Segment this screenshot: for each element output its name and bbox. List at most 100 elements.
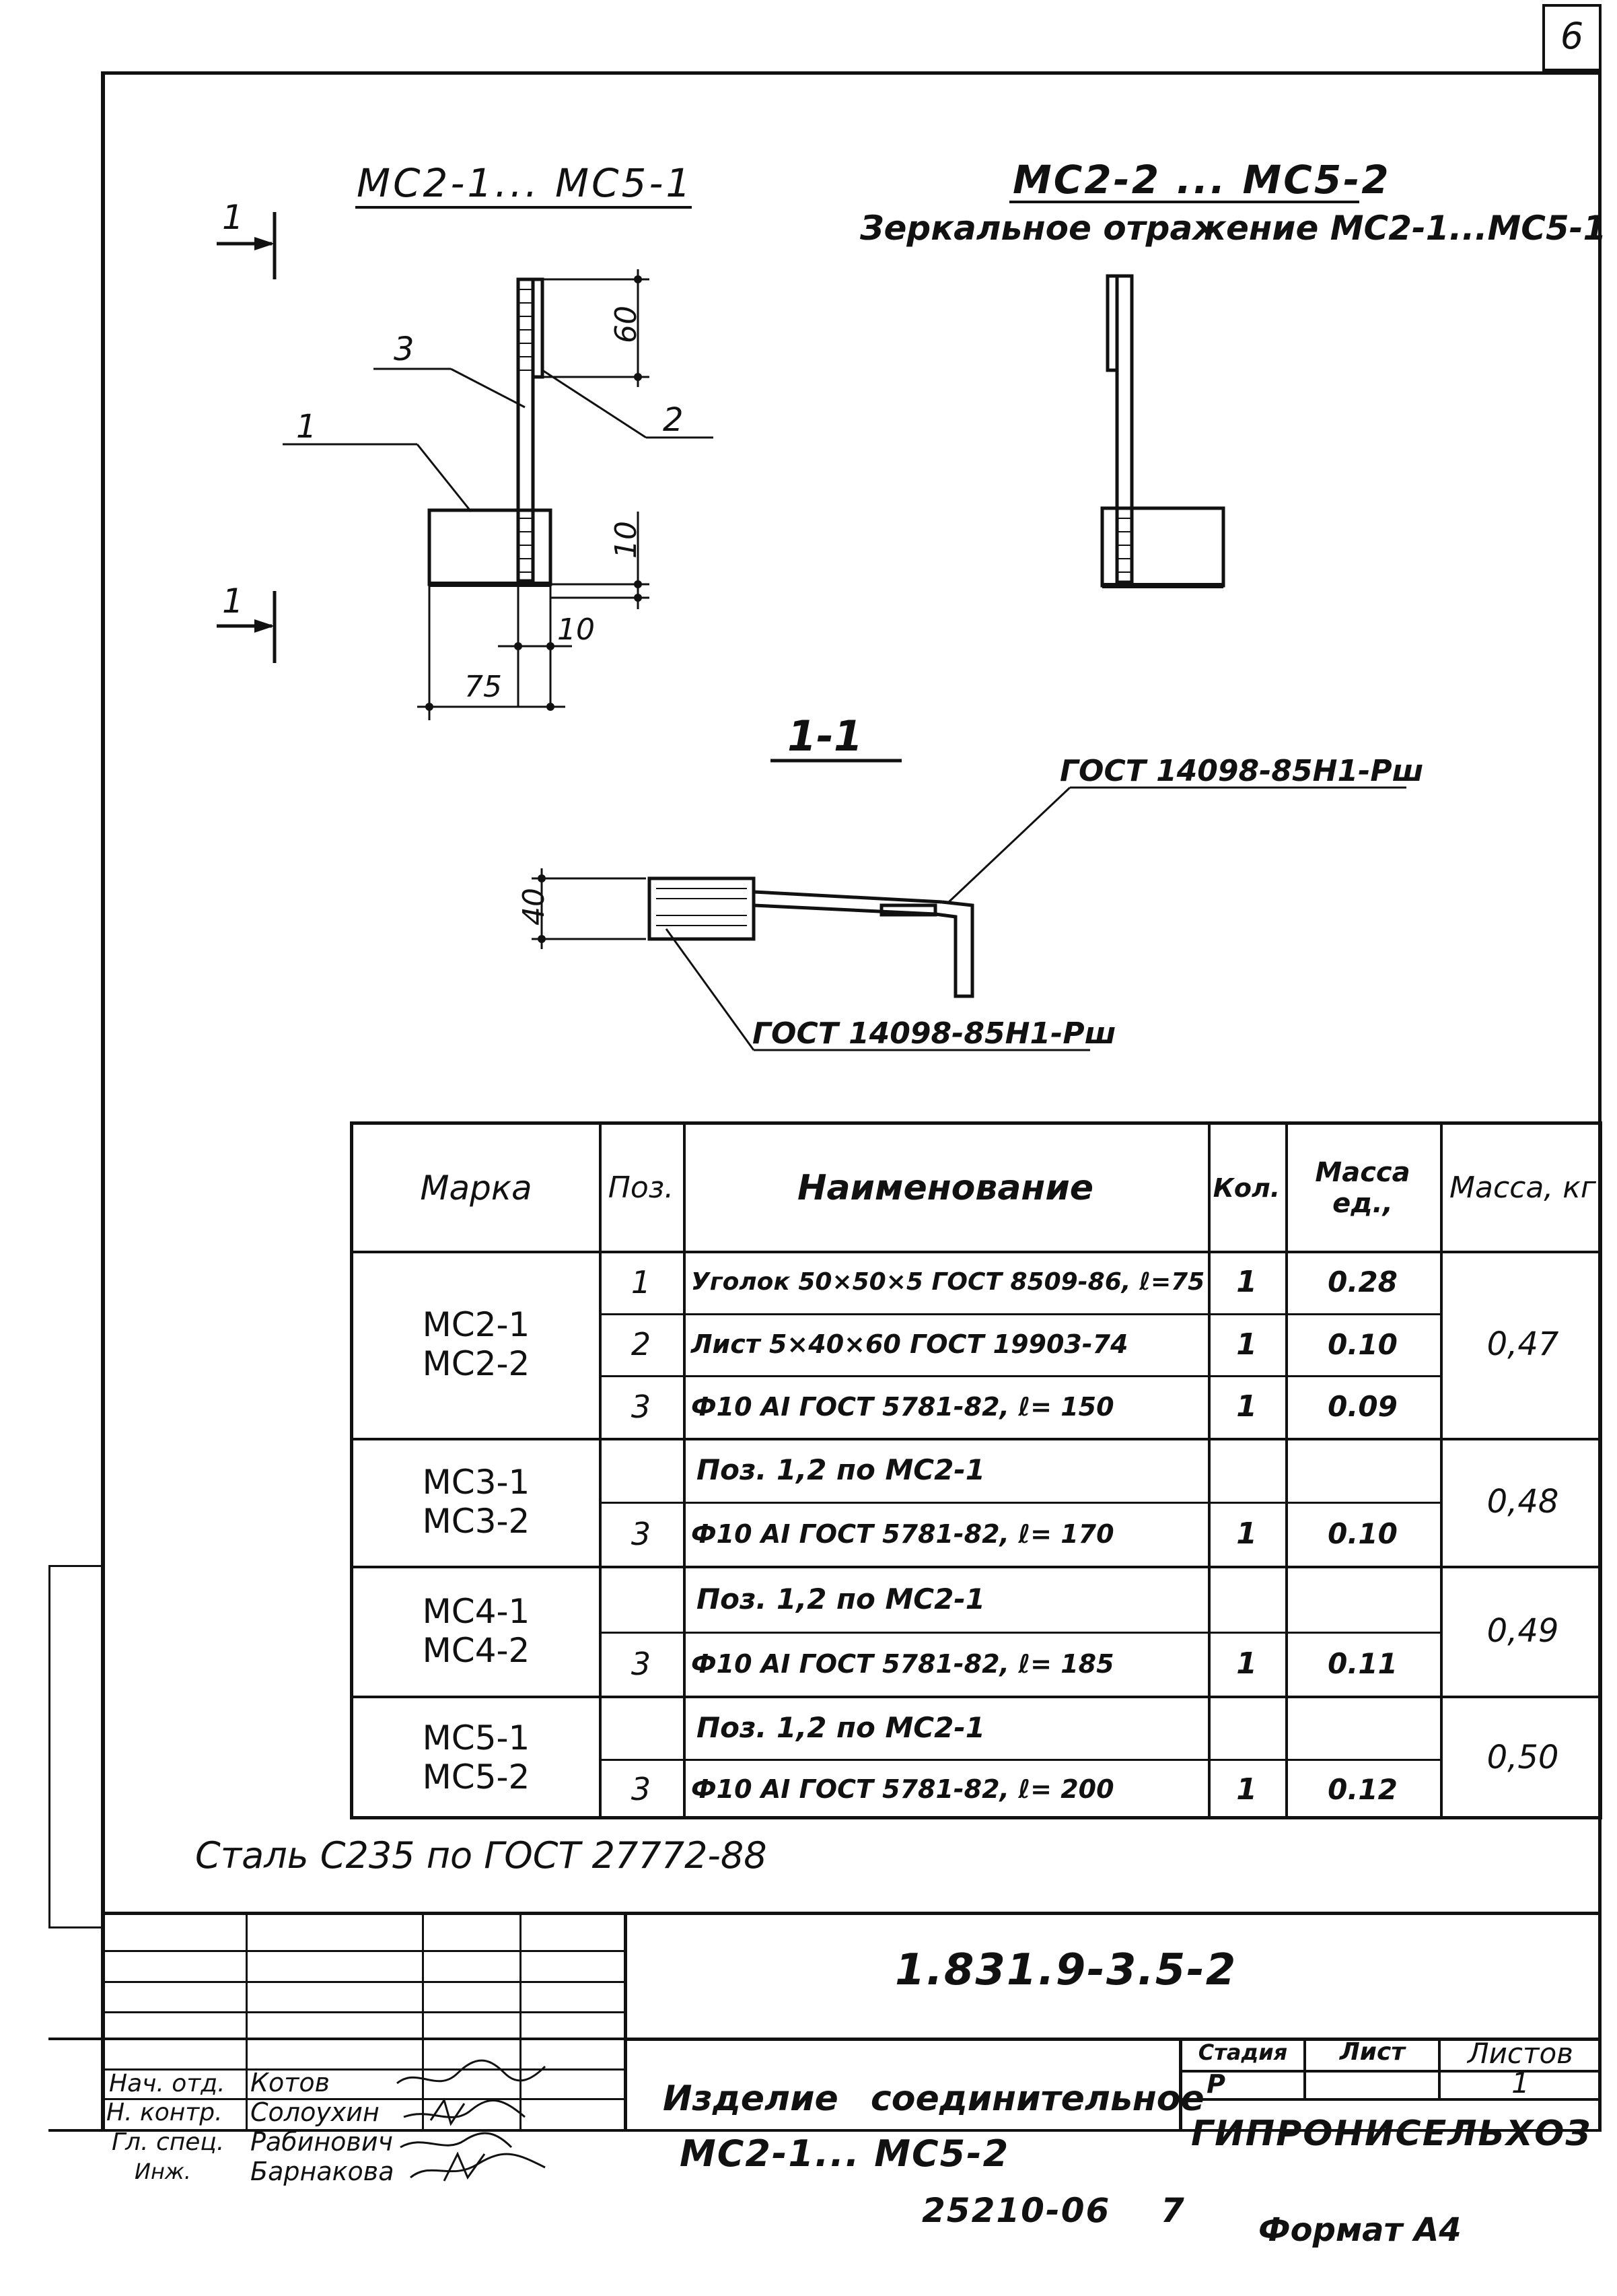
plate-strip <box>531 277 544 379</box>
g1-r3-kol: 1 <box>1236 1389 1257 1424</box>
group3-mark-1: МС4-1 <box>422 1591 530 1631</box>
g4-r2-name: Ф10 АI ГОСТ 5781-82, ℓ= 200 <box>691 1774 1114 1804</box>
mirror-bar-rod <box>1115 274 1134 584</box>
header-kol: Кол. <box>1213 1173 1281 1203</box>
sig-role-4: Инж. <box>135 2159 191 2184</box>
g1-r2-poz: 2 <box>631 1326 651 1362</box>
view-right-subtitle: Зеркальное отражение МС2-1...МС5-1 <box>860 209 1607 248</box>
item-name-line1: Изделие соединительное <box>663 2079 1205 2119</box>
g3-r1-poz <box>599 1566 683 1632</box>
dim-60: 60 <box>609 306 643 343</box>
handwritten-signatures <box>396 2059 546 2182</box>
mirror-angle-profile <box>1100 506 1225 588</box>
group1-mark-1: МС2-1 <box>422 1305 530 1344</box>
group2-mark-1: МС3-1 <box>422 1463 530 1502</box>
group4-mark-2: МС5-2 <box>422 1758 530 1797</box>
g2-r1-kol <box>1208 1438 1285 1502</box>
g1-r1-mass: 0.28 <box>1328 1265 1398 1298</box>
dim-10-vertical: 10 <box>609 521 643 559</box>
dim-75: 75 <box>464 670 502 704</box>
sig-name-1: Котов <box>250 2068 330 2097</box>
g2-r2-name: Ф10 АI ГОСТ 5781-82, ℓ= 170 <box>691 1519 1114 1549</box>
g2-r2-poz: 3 <box>631 1515 651 1552</box>
sig-name-4: Барнакова <box>250 2157 394 2186</box>
g1-r3-name: Ф10 АI ГОСТ 5781-82, ℓ= 150 <box>691 1391 1114 1422</box>
view-left-title: МС2-1... МС5-1 <box>357 160 694 206</box>
sheets-value: 1 <box>1511 2066 1530 2099</box>
group1-marks: МС2-1 МС2-2 <box>353 1251 599 1438</box>
g2-r1-name: Поз. 1,2 по МС2-1 <box>696 1453 986 1486</box>
sig-role-3: Гл. спец. <box>112 2128 225 2156</box>
g2-r2-kol: 1 <box>1236 1517 1257 1551</box>
section-title: 1-1 <box>787 711 863 761</box>
section-mark-top: 1 <box>222 198 244 237</box>
stage-value: Р <box>1207 2069 1225 2099</box>
group3-mark-2: МС4-2 <box>422 1630 530 1670</box>
g4-r1-kol <box>1208 1696 1285 1759</box>
group1-mark-2: МС2-2 <box>422 1344 530 1383</box>
header-marka: Марка <box>420 1168 532 1208</box>
g4-r2-kol: 1 <box>1236 1772 1257 1807</box>
left-margin-strip <box>48 1565 102 1928</box>
view-right-title: МС2-2 ... МС5-2 <box>1013 157 1391 203</box>
g3-r1-kol <box>1208 1566 1285 1632</box>
g1-r1-poz: 1 <box>631 1263 651 1300</box>
g2-r1-mass <box>1285 1438 1440 1502</box>
view-left-title-underline <box>355 206 692 209</box>
sig-role-2: Н. контр. <box>106 2099 223 2126</box>
header-mass-total: Масса, кг <box>1449 1171 1596 1205</box>
spec-table: Марка Поз. Наименование Кол. Масса ед., … <box>350 1121 1602 1819</box>
steel-note: Сталь С235 по ГОСТ 27772-88 <box>195 1834 767 1877</box>
g1-r2-mass: 0.10 <box>1328 1327 1398 1361</box>
sig-name-2: Солоухин <box>250 2097 380 2127</box>
g1-r3-poz: 3 <box>631 1388 651 1425</box>
g3-r2-mass: 0.11 <box>1328 1647 1398 1680</box>
sig-role-1: Нач. отд. <box>109 2070 225 2097</box>
group2-marks: МС3-1 МС3-2 <box>353 1438 599 1566</box>
group3-marks: МС4-1 МС4-2 <box>353 1566 599 1696</box>
pos-label-1: 1 <box>296 408 317 446</box>
g3-r1-mass <box>1285 1566 1440 1632</box>
g4-r1-mass <box>1285 1696 1440 1759</box>
inventory-number: 25210-06 <box>922 2191 1111 2230</box>
footer-page: 7 <box>1161 2191 1184 2230</box>
g4-r2-poz: 3 <box>631 1771 651 1807</box>
bar-rod <box>516 277 535 583</box>
g3-r1-name: Поз. 1,2 по МС2-1 <box>696 1582 986 1615</box>
group3-total: 0,49 <box>1486 1611 1559 1650</box>
dim-40: 40 <box>517 888 551 926</box>
header-mass-unit: Масса ед., <box>1315 1156 1410 1219</box>
sheets-header: Листов <box>1468 2037 1573 2070</box>
pos-label-2: 2 <box>663 401 684 439</box>
g1-r3-mass: 0.09 <box>1328 1390 1398 1423</box>
organization: ГИПРОНИСЕЛЬХОЗ <box>1191 2114 1592 2154</box>
mirror-plate-strip <box>1106 274 1119 372</box>
group2-total: 0,48 <box>1486 1483 1559 1521</box>
group4-marks: МС5-1 МС5-2 <box>353 1696 599 1819</box>
group1-total: 0,47 <box>1486 1325 1559 1363</box>
header-name: Наименование <box>797 1167 1094 1208</box>
g3-r2-kol: 1 <box>1236 1646 1257 1681</box>
pos-label-3: 3 <box>394 331 415 368</box>
title-block <box>48 1912 1602 2132</box>
g1-r1-kol: 1 <box>1236 1265 1257 1299</box>
section-mark-bottom: 1 <box>222 582 244 621</box>
sheet-header: Лист <box>1339 2038 1406 2066</box>
g4-r1-name: Поз. 1,2 по МС2-1 <box>696 1710 986 1744</box>
weld-note-top: ГОСТ 14098-85Н1-Рш <box>1060 754 1423 788</box>
g2-r1-poz <box>599 1438 683 1502</box>
group4-total: 0,50 <box>1486 1739 1559 1776</box>
format-label: Формат А4 <box>1258 2211 1462 2249</box>
doc-code: 1.831.9-3.5-2 <box>895 1945 1237 1995</box>
g1-r2-kol: 1 <box>1236 1327 1257 1362</box>
view-right-title-underline <box>1009 201 1359 203</box>
header-poz: Поз. <box>608 1171 674 1205</box>
drawing-frame <box>101 71 1602 2131</box>
dim-10-horizontal: 10 <box>557 613 595 647</box>
sig-name-3: Рабинович <box>250 2127 393 2157</box>
g2-r2-mass: 0.10 <box>1328 1517 1398 1550</box>
g4-r1-poz <box>599 1696 683 1759</box>
section-angle <box>647 876 756 941</box>
stage-header: Стадия <box>1198 2040 1288 2065</box>
technical-drawing: 1 1 60 10 10 75 <box>217 198 1423 1051</box>
